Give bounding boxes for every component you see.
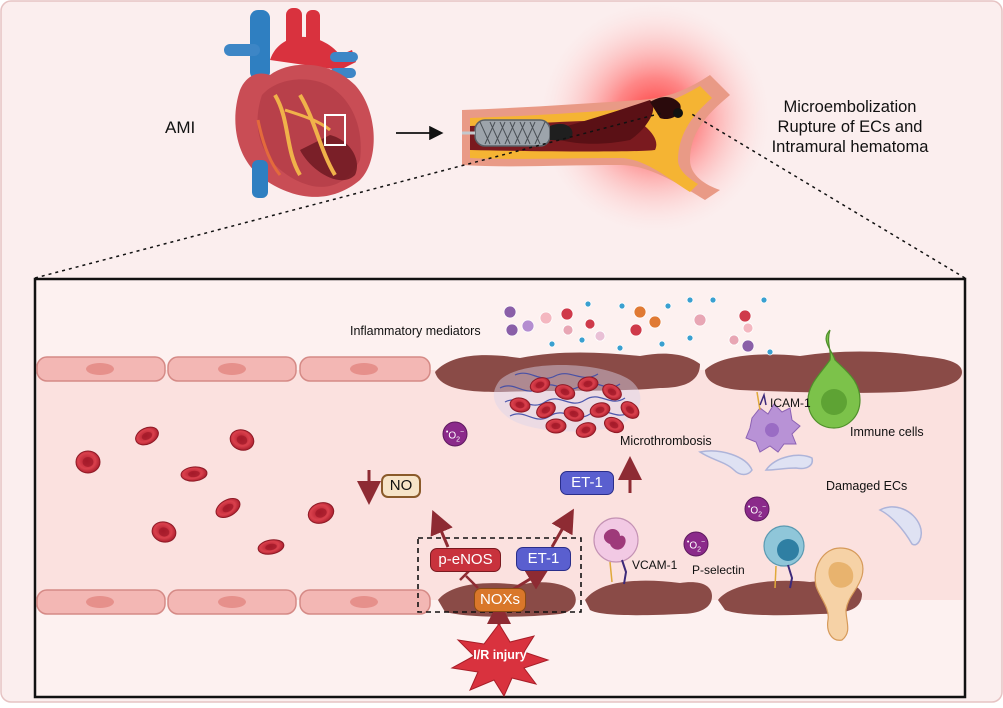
p-selectin-label: P-selectin <box>692 563 745 577</box>
damaged-endothelium-bottom <box>438 580 862 617</box>
noxs-box: NOXs <box>474 588 526 612</box>
red-blood-cell <box>135 426 159 446</box>
ir-injury-burst <box>450 623 550 698</box>
nox-inhibits-peNOS <box>465 575 479 589</box>
mediator-dot <box>728 334 740 346</box>
superoxide-label: •O2− <box>686 539 706 554</box>
mediator-dot <box>560 307 574 321</box>
thrombus-rbc <box>575 422 597 438</box>
mediator-dot <box>633 305 647 319</box>
peNOS-box: p-eNOS <box>430 548 501 572</box>
mediator-dot <box>693 313 707 327</box>
thrombus-rbc <box>563 406 585 422</box>
microthrombosis-label: Microthrombosis <box>620 434 712 448</box>
zoom-line-left <box>34 112 663 279</box>
mediator-dot <box>584 318 596 330</box>
superoxide-circle <box>683 531 709 557</box>
damaged-ec-crescents <box>698 450 923 546</box>
red-blood-cell <box>180 466 208 482</box>
consequence-line-3: Intramural hematoma <box>771 138 929 156</box>
thrombus-rbc <box>545 418 567 434</box>
mediator-dot <box>686 334 694 342</box>
free-rbcs <box>75 426 335 555</box>
mediator-dot <box>616 344 624 352</box>
superoxide-label: •O2− <box>747 504 767 519</box>
thrombus-rbc <box>554 384 576 400</box>
damaged-ecs-label: Damaged ECs <box>826 479 908 493</box>
red-blood-cell <box>75 450 101 474</box>
mediator-dot <box>562 324 574 336</box>
thrombus-rbc <box>603 416 625 434</box>
red-blood-cell <box>229 429 255 451</box>
mediator-dot <box>503 305 517 319</box>
mediator-dot <box>578 336 586 344</box>
mediator-dot <box>505 323 519 337</box>
thrombus-rbcs <box>509 376 640 438</box>
endothelium-top <box>36 356 431 382</box>
mediator-dot <box>664 302 672 310</box>
mediator-dot <box>648 315 662 329</box>
mediator-dot <box>760 296 768 304</box>
neutrophil-cell <box>593 517 639 585</box>
mediator-dot <box>629 323 643 337</box>
red-blood-cell <box>307 502 335 524</box>
ir-injury-label: I/R injury <box>473 648 527 662</box>
superoxide-radicals <box>442 421 770 557</box>
mediator-dot <box>548 340 556 348</box>
macrophage-cell <box>745 391 801 453</box>
consequence-line-2: Rupture of ECs and <box>777 118 923 136</box>
mediator-dot <box>709 296 717 304</box>
thrombus-rbc <box>577 376 599 392</box>
no-box: NO <box>381 474 421 498</box>
mediator-dot <box>686 296 694 304</box>
icam-label: ICAM-1 <box>770 396 811 410</box>
heart-focus-box <box>324 114 346 146</box>
mediator-dot <box>658 340 666 348</box>
consequence-text: Microembolization Rupture of ECs and Int… <box>745 97 955 157</box>
thrombus-rbc <box>529 377 551 393</box>
heart-illustration <box>224 8 374 198</box>
inflammatory-mediators-label: Inflammatory mediators <box>350 324 481 338</box>
ami-label: AMI <box>165 118 196 137</box>
red-blood-cell <box>151 521 177 543</box>
mediator-dot <box>742 322 754 334</box>
vessel-illustration <box>462 3 770 233</box>
monocyte-cell <box>763 525 805 589</box>
pathway-arrows <box>357 456 642 630</box>
et1-box: ET-1 <box>516 547 571 571</box>
mediator-dot <box>618 302 626 310</box>
transmigrating-cell <box>814 547 864 641</box>
mediator-dot <box>741 339 755 353</box>
endothelium-bottom <box>36 589 431 615</box>
mediator-dot <box>521 319 535 333</box>
thrombus-rbc <box>509 397 531 413</box>
et1-up-arrow <box>550 508 574 548</box>
thrombus-rbc <box>589 402 611 418</box>
consequence-line-1: Microembolization <box>783 98 917 116</box>
mediator-dot <box>738 309 752 323</box>
thrombus-rbc <box>536 401 556 419</box>
peNOS-to-no-arrow <box>430 509 453 548</box>
mediator-dot <box>584 300 592 308</box>
thrombus-rbc <box>620 401 640 419</box>
nox-to-et1-arrow <box>511 566 551 592</box>
et1-top-box: ET-1 <box>560 471 614 495</box>
mediator-dot <box>594 330 606 342</box>
vcam-label: VCAM-1 <box>632 558 678 572</box>
immune-cell-green <box>807 329 861 429</box>
mediator-dot <box>766 348 774 356</box>
inflammatory-mediators-dots <box>503 296 774 356</box>
zoom-line-right <box>689 112 966 279</box>
superoxide-circle <box>744 496 770 522</box>
superoxide-label: •O2− <box>445 429 465 444</box>
red-blood-cell <box>215 498 241 518</box>
red-blood-cell <box>257 539 285 555</box>
immune-cells-label: Immune cells <box>850 425 924 439</box>
superoxide-circle <box>442 421 468 447</box>
thrombus-rbc <box>602 383 622 401</box>
mediator-dot <box>539 311 553 325</box>
